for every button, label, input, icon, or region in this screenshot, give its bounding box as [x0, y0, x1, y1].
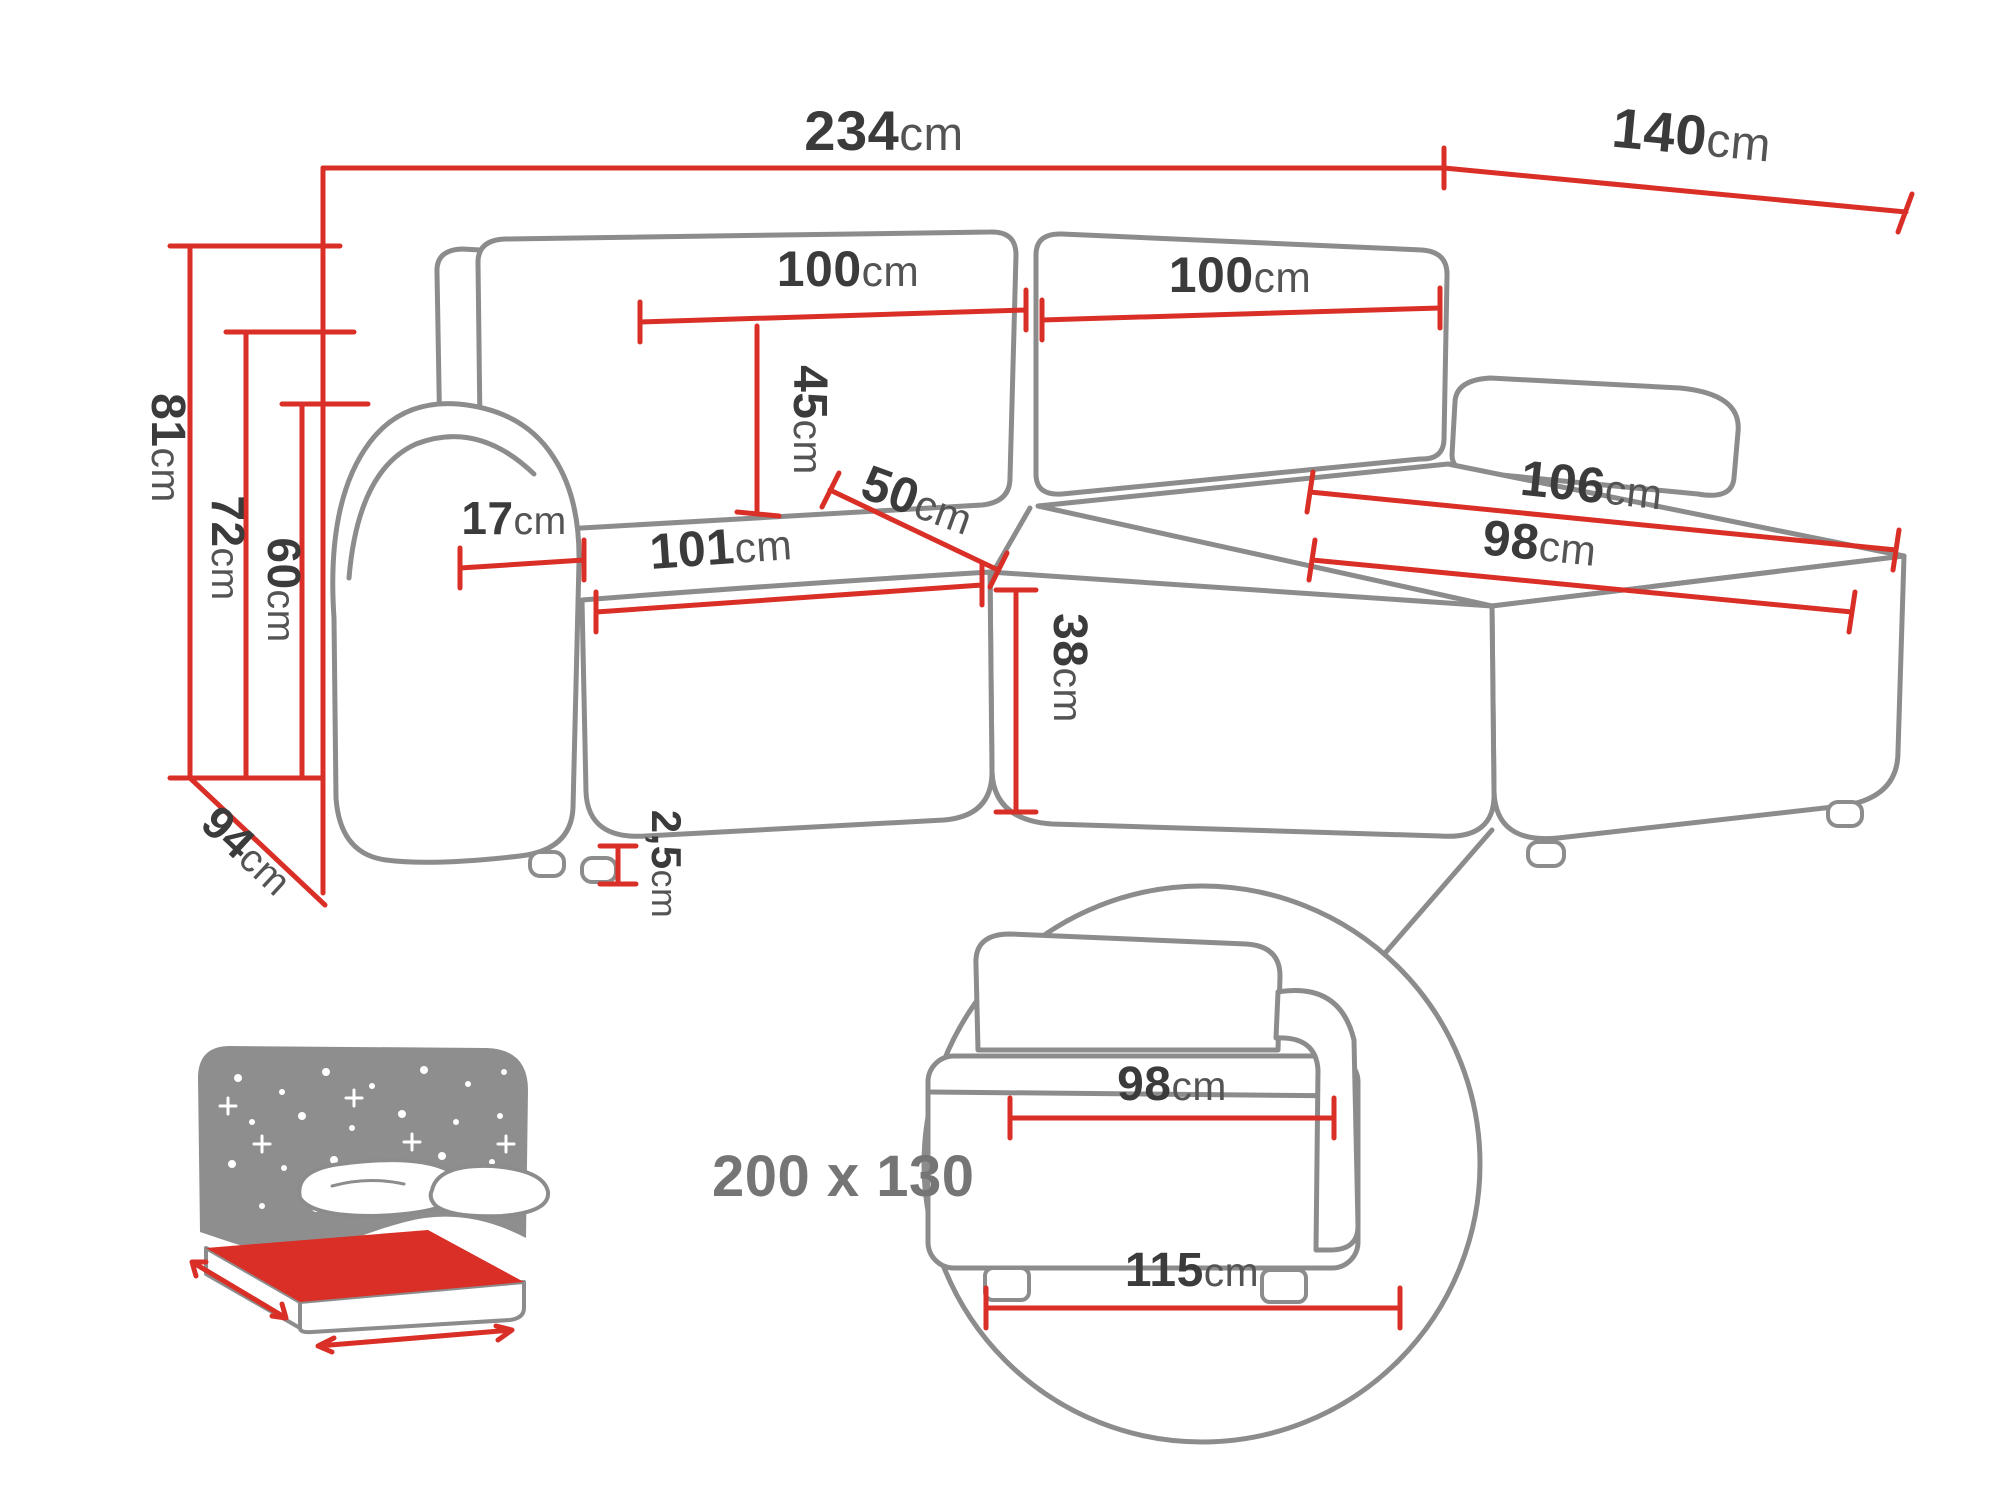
bed-duvet-fold: [330, 1178, 406, 1188]
sofa-chaise-right-face: [1489, 553, 1907, 842]
label-armrest-height: 72cm: [202, 495, 254, 600]
dim-line-side-depth: [1441, 165, 1915, 235]
dim-line-back-cushion-height: [734, 323, 782, 519]
detail-inset: [921, 883, 1483, 1445]
dim-line-back-cushion-left: [637, 287, 1029, 345]
dim-line-back-cushion-right: [1039, 285, 1443, 343]
inset-leg-right: [1260, 1268, 1308, 1304]
dim-line-chaise-length: [1304, 469, 1902, 573]
sofa-armrest-inner-curve: [346, 434, 537, 581]
label-back-cushion-height: 45cm: [783, 365, 836, 475]
sofa-armrest-left: [330, 401, 582, 865]
label-back-cushion-left: 100cm: [777, 241, 920, 297]
label-leg-height: 2,5cm: [643, 810, 690, 918]
dim-line-armrest-width: [457, 537, 587, 591]
sofa-leg-front-left: [528, 850, 566, 878]
label-inset-seat-width: 98cm: [1117, 1058, 1227, 1111]
label-base-depth: 94cm: [192, 795, 304, 905]
sofa-leg-chaise-right: [1826, 800, 1864, 828]
inset-connector-line: [1383, 827, 1495, 955]
bed-width-arrow: [189, 1259, 289, 1321]
label-seat-width: 101cm: [648, 514, 794, 580]
label-total-height: 81cm: [141, 393, 194, 503]
bed-icon: [189, 1046, 551, 1355]
label-seat-back-height: 60cm: [258, 537, 310, 642]
label-seat-height: 38cm: [1043, 613, 1096, 723]
dim-line-inset-seat-width: [1007, 1095, 1337, 1141]
dimension-labels: 234cm 140cm 100cm 100cm 45cm 81cm 72cm 6…: [141, 96, 1775, 1297]
inset-armrest: [1273, 988, 1361, 1253]
bed-base-front-face: [298, 1280, 526, 1335]
dim-line-base-depth: [187, 775, 328, 908]
dim-line-seat-height: [993, 587, 1039, 815]
label-total-width: 234cm: [804, 99, 963, 162]
label-chaise-seat-width: 98cm: [1480, 509, 1600, 577]
dimension-lines: [167, 145, 1915, 1331]
label-sleeping-area: 200 x 130: [712, 1144, 975, 1209]
label-side-depth: 140cm: [1610, 96, 1775, 174]
label-chaise-length: 106cm: [1518, 450, 1666, 521]
dim-line-seat-width: [593, 562, 985, 635]
dim-line-armrest-height: [223, 329, 357, 781]
label-armrest-width: 17cm: [461, 492, 566, 544]
bed-pillow: [428, 1163, 551, 1219]
dim-line-corner-seat: [819, 470, 1010, 590]
dim-line-chaise-seat-width: [1306, 537, 1858, 635]
inset-backrest: [973, 931, 1283, 1053]
dim-line-total-height: [167, 243, 343, 781]
dim-line-seat-back-height: [279, 401, 371, 781]
sofa-back-cushion-right: [1033, 231, 1450, 497]
bed-length-arrow: [315, 1323, 515, 1355]
dim-line-inset-base-length: [983, 1285, 1403, 1331]
sofa-seat-split-line: [989, 505, 1033, 577]
sofa-seat-front-face: [579, 569, 995, 839]
label-back-cushion-right: 100cm: [1169, 247, 1312, 303]
sofa-chaise-front-face: [987, 569, 1497, 839]
sofa-leg-front-left2: [580, 856, 618, 884]
dim-line-leg-height: [597, 843, 639, 887]
sofa-leg-chaise-front: [1526, 840, 1566, 868]
label-inset-base-length: 115cm: [1125, 1244, 1259, 1297]
inset-base-crease: [927, 1089, 1359, 1099]
bed-blanket: [198, 1046, 528, 1264]
inset-leg-left: [983, 1266, 1031, 1302]
sofa-drawing: [330, 229, 1907, 884]
bed-mattress-top: [206, 1230, 524, 1302]
